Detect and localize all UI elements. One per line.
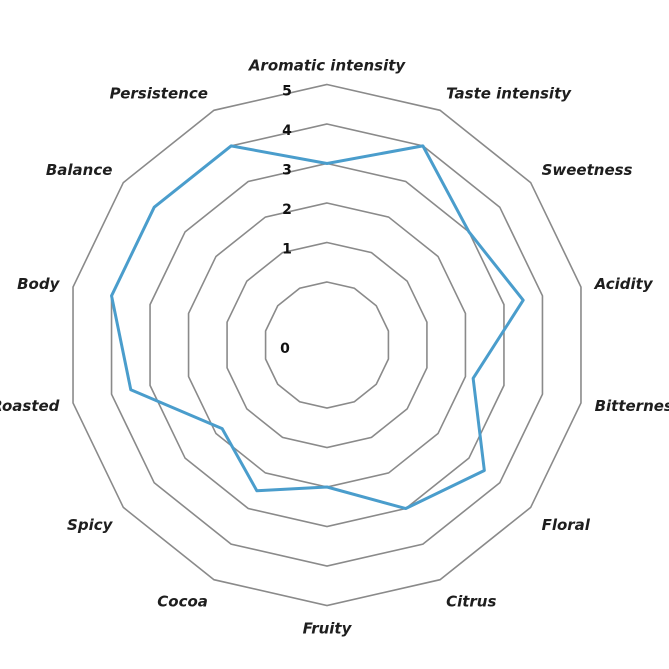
- tick-label-0: 0: [280, 341, 290, 357]
- axis-label-aromatic-intensity: Aromatic intensity: [248, 57, 407, 75]
- axis-label-sweetness: Sweetness: [542, 161, 633, 179]
- axis-label-balance: Balance: [46, 161, 113, 179]
- grid-ring-0: [264, 281, 390, 409]
- axis-label-taste-intensity: Taste intensity: [446, 85, 572, 103]
- axis-label-persistence: Persistence: [110, 85, 208, 103]
- grid-ring-5: [72, 83, 582, 607]
- tick-label-5: 5: [282, 84, 292, 100]
- axis-label-citrus: Citrus: [446, 592, 496, 610]
- tick-label-1: 1: [282, 242, 292, 258]
- axis-label-floral: Floral: [542, 516, 591, 534]
- grid-ring-3: [149, 162, 505, 528]
- tick-label-3: 3: [282, 163, 292, 179]
- axis-label-bitterness: Bitterness: [595, 397, 669, 415]
- series-layer: [110, 144, 525, 511]
- series-line-0: [110, 144, 525, 511]
- axis-label-fruity: Fruity: [303, 620, 353, 638]
- tick-labels: 0 1 2 3 4 5: [280, 84, 292, 358]
- axis-label-roasted: Roasted: [0, 397, 60, 415]
- axis-label-body: Body: [17, 275, 60, 293]
- tick-label-2: 2: [282, 202, 292, 218]
- tick-label-4: 4: [282, 123, 292, 139]
- axis-label-acidity: Acidity: [594, 275, 654, 293]
- axis-label-cocoa: Cocoa: [157, 592, 208, 610]
- grid-ring-1: [226, 241, 428, 449]
- axis-label-spicy: Spicy: [67, 516, 114, 534]
